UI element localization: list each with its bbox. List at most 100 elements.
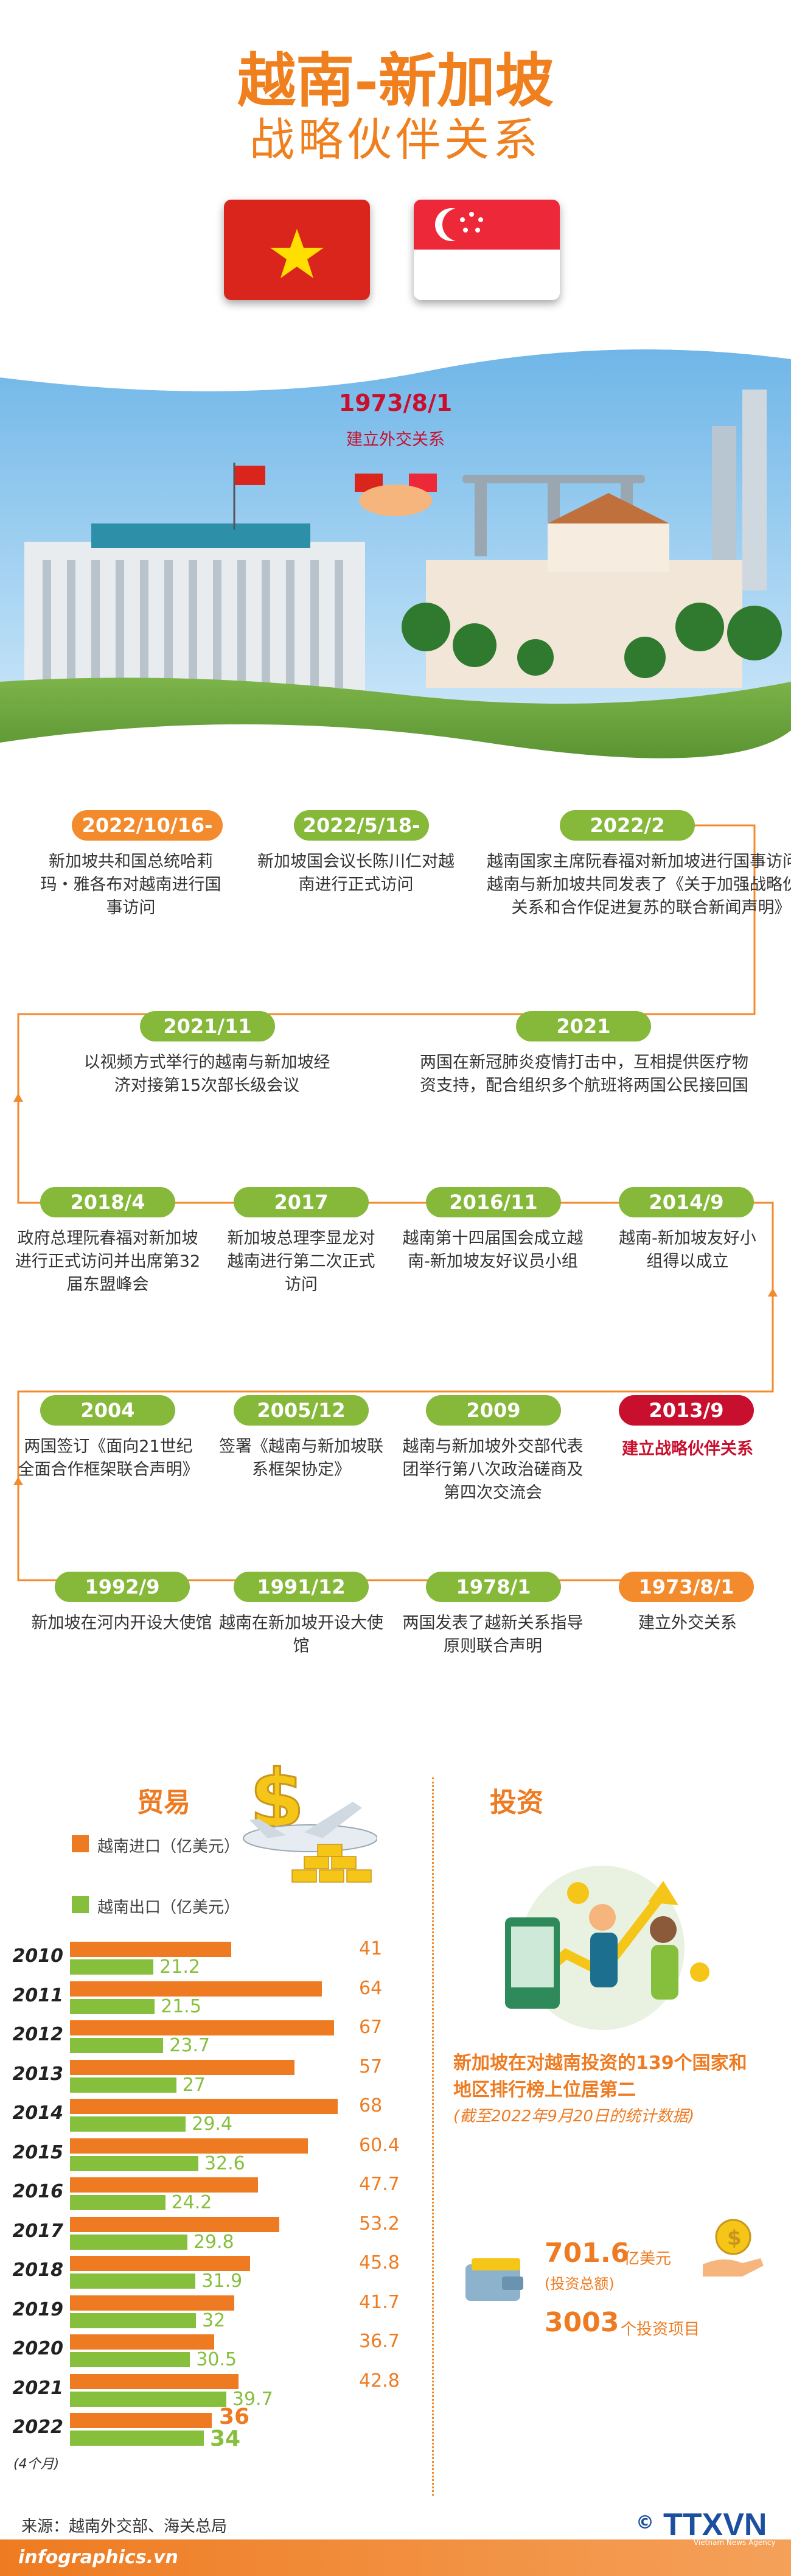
legend-label-import: 越南进口（亿美元） [97,1838,240,1856]
export-value-label: 29.8 [193,2231,234,2253]
capital-value: 701.6 [545,2238,630,2269]
svg-text:$: $ [727,2226,742,2250]
export-value-label: 32 [202,2309,226,2331]
wallet-icon [459,2246,532,2307]
copyright-icon: © [636,2512,654,2533]
year-tick-label: 2017 [12,2220,64,2242]
timeline-text: 新加坡在河内开设大使馆 [31,1614,212,1633]
import-bar [70,1981,322,1997]
import-bar [70,2099,338,2114]
hero-caption: 建立外交关系 [346,430,445,449]
export-value-label: 23.7 [169,2035,211,2056]
site-link[interactable]: infographics.vn [18,2547,178,2568]
import-value-label: 41 [359,1938,383,1959]
page-title: 越南-新加坡 [237,46,554,115]
import-value-label: 36 [218,2404,250,2429]
timeline-date: 2022/5/18-20 [294,810,429,867]
export-bar [70,2312,197,2328]
export-bar [70,2038,164,2053]
timeline-text: 两国发表了越新关系指导原则联合声明 [402,1614,584,1656]
import-value-label: 68 [359,2095,383,2116]
projects-label: 个投资项目 [621,2320,700,2339]
year-tick-label: 2015 [12,2141,64,2163]
year-tick-label: 2019 [12,2298,64,2320]
year-tick-label: 2014 [12,2102,64,2124]
export-value-label: 27 [182,2074,206,2096]
export-value-label: 21.5 [161,1995,201,2017]
year-tick-label: 2012 [12,2024,64,2045]
section-divider [432,1777,434,2496]
year-tick-label: 2011 [12,1984,64,2006]
timeline-text: 越南国家主席阮春福对新加坡进行国事访问。越南与新加坡共同发表了《关于加强战略伙伴… [487,852,791,917]
timeline-date: 2005/12 [234,1395,369,1426]
import-bar [70,2295,234,2311]
source-note: 来源：越南外交部、海关总局 [21,2518,228,2536]
timeline-text: 越南-新加坡友好小组得以成立 [619,1229,756,1271]
import-bar [70,2216,280,2232]
timeline-text: 越南在新加坡开设大使馆 [219,1614,383,1656]
hero-date: 1973/8/1 [338,390,453,416]
year-tick-label: 2016 [12,2181,64,2202]
vietnam-flag [224,200,370,300]
timeline-date: 2009 [426,1395,561,1426]
import-value-label: 64 [359,1977,383,1999]
trade-illustration: $ [231,1752,378,1893]
timeline-text: 建立外交关系 [638,1614,737,1633]
export-value-label: 31.9 [201,2270,243,2292]
investment-heading: 投资 [490,1787,543,1818]
timeline-date: 2021 [516,1011,651,1041]
ttxvn-logo-sub: Vietnam News Agency [694,2538,776,2547]
export-value-label: 21.2 [159,1956,200,1978]
import-bar [70,2059,294,2075]
timeline-date: 2016/11 [426,1187,561,1217]
timeline-date-highlight: 2013/9 [619,1395,754,1426]
timeline-text: 两国签订《面向21世纪全面合作框架联合声明》 [18,1437,199,1479]
legend-swatch-export [72,1896,89,1913]
import-value-label: 45.8 [359,2252,400,2273]
timeline-text: 两国在新冠肺炎疫情打击中，互相提供医疗物资支持，配合组织多个航班将两国公民接回国 [420,1053,748,1095]
projects-value: 3003 [545,2307,619,2338]
export-bar [70,1998,155,2014]
timeline-text: 以视频方式举行的越南与新加坡经济对接第15次部长级会议 [83,1053,330,1095]
import-bar [70,2373,239,2389]
year-tick-label: 2022 [12,2417,64,2438]
timeline-date: 1973/8/1 [619,1572,754,1602]
import-bar [70,2413,212,2428]
timeline-date: 2018/4 [40,1187,175,1217]
timeline-date: 1992/9 [55,1572,190,1602]
capital-unit: 亿美元 [624,2250,672,2268]
import-bar [70,2334,215,2350]
import-bar [70,2177,258,2193]
export-value-label: 34 [210,2426,241,2451]
year-tick-label: 2020 [12,2338,64,2359]
import-value-label: 53.2 [359,2213,400,2235]
timeline-date: 2022/10/16-20 [72,810,223,867]
export-bar [70,2195,166,2210]
timeline-date: 2022/2 [560,810,695,841]
export-bar [70,2155,198,2171]
handshake-icon [376,467,415,498]
hero-illustration [0,341,791,785]
year-tick-label: 2013 [12,2063,64,2085]
export-bar [70,2391,226,2407]
year-tick-label: 2010 [12,1945,64,1967]
timeline-text: 签署《越南与新加坡联系框架协定》 [219,1437,383,1479]
timeline-date: 2021/11 [140,1011,275,1041]
export-bar [70,2234,187,2250]
coin-hand-icon: $ [700,2216,767,2283]
timeline-text: 新加坡总理李显龙对越南进行第二次正式访问 [227,1229,375,1294]
timeline-text: 新加坡共和国总统哈莉玛・雅各布对越南进行国事访问 [40,852,221,917]
timeline-text: 政府总理阮春福对新加坡进行正式访问并出席第32届东盟峰会 [15,1229,201,1294]
investment-rank-text: 新加坡在对越南投资的139个国家和地区排行榜上位居第二 [453,2053,747,2101]
export-value-label: 29.4 [192,2113,233,2135]
import-bar [70,2138,308,2154]
import-value-label: 60.4 [359,2134,400,2156]
timeline-date: 1991/12 [234,1572,369,1602]
capital-label: (投资总额) [545,2275,615,2292]
footer-bar [0,2539,791,2576]
chart-note: (4个月) [13,2457,60,2472]
timeline-date: 2014/9 [619,1187,754,1217]
import-value-label: 36.7 [359,2331,400,2352]
investment-rank-note: (截至2022年9月20日的统计数据) [453,2107,695,2126]
